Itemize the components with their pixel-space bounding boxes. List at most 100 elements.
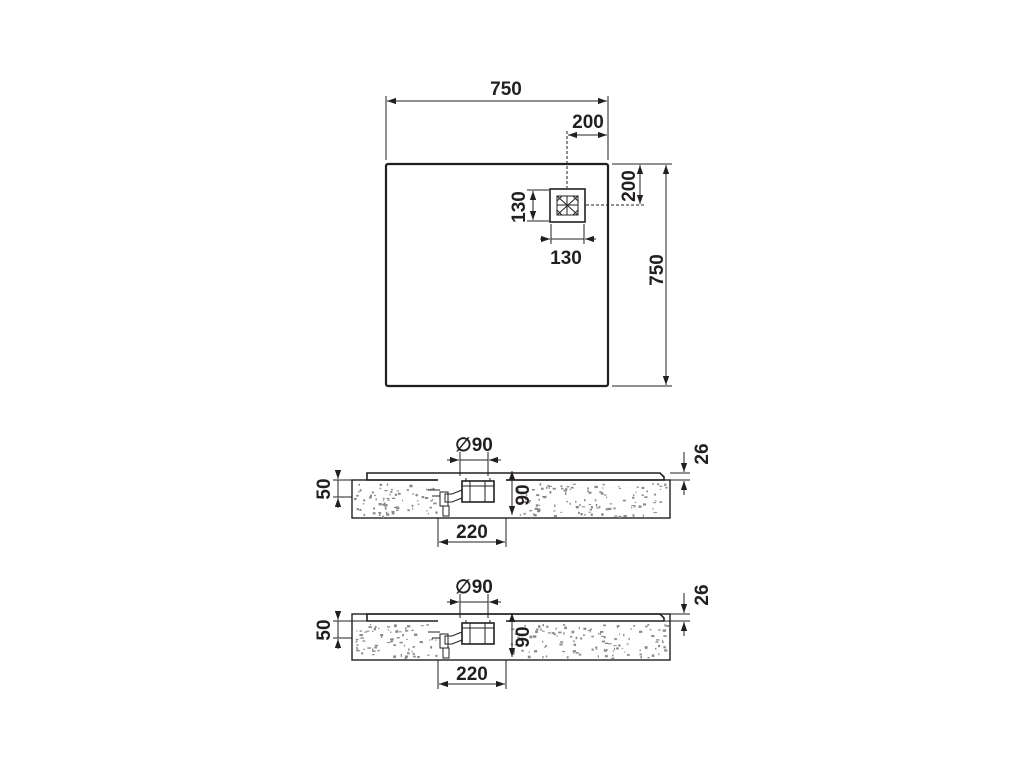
concrete-speck bbox=[554, 504, 556, 507]
concrete-speck bbox=[649, 629, 652, 631]
concrete-speck bbox=[522, 492, 525, 494]
concrete-speck bbox=[642, 514, 644, 517]
concrete-speck bbox=[618, 486, 620, 488]
concrete-speck bbox=[652, 483, 655, 485]
concrete-speck bbox=[521, 649, 524, 652]
concrete-speck bbox=[411, 650, 413, 653]
concrete-speck bbox=[418, 503, 420, 505]
concrete-speck bbox=[628, 637, 630, 641]
concrete-speck bbox=[602, 483, 605, 486]
concrete-speck bbox=[385, 511, 388, 514]
concrete-speck bbox=[636, 486, 639, 488]
concrete-speck bbox=[386, 513, 390, 516]
concrete-speck bbox=[356, 647, 358, 650]
siphon-icon bbox=[428, 478, 495, 517]
screed-height-dimension: 50 bbox=[314, 478, 335, 499]
concrete-speck bbox=[578, 653, 582, 656]
concrete-speck bbox=[514, 644, 518, 646]
concrete-speck bbox=[605, 508, 609, 511]
concrete-speck bbox=[626, 643, 629, 645]
concrete-speck bbox=[374, 646, 377, 649]
concrete-speck bbox=[657, 483, 660, 486]
concrete-speck bbox=[544, 646, 546, 648]
concrete-speck bbox=[411, 629, 414, 631]
concrete-speck bbox=[393, 655, 396, 658]
concrete-speck bbox=[659, 485, 663, 487]
concrete-speck bbox=[549, 485, 552, 487]
concrete-speck bbox=[519, 514, 521, 516]
concrete-speck bbox=[603, 650, 607, 652]
concrete-speck bbox=[374, 644, 378, 647]
concrete-speck bbox=[413, 646, 416, 648]
concrete-speck bbox=[662, 629, 667, 632]
concrete-speck bbox=[575, 500, 577, 503]
concrete-speck bbox=[380, 635, 383, 638]
concrete-speck bbox=[406, 489, 409, 491]
concrete-speck bbox=[554, 514, 557, 518]
concrete-speck bbox=[580, 513, 583, 516]
concrete-speck bbox=[641, 494, 644, 496]
concrete-speck bbox=[591, 506, 593, 509]
concrete-speck bbox=[588, 491, 592, 494]
concrete-speck bbox=[606, 496, 608, 498]
concrete-speck bbox=[560, 641, 564, 643]
concrete-speck bbox=[589, 630, 591, 633]
concrete-speck bbox=[624, 651, 626, 653]
concrete-speck bbox=[655, 511, 658, 513]
concrete-speck bbox=[374, 494, 376, 497]
concrete-speck bbox=[362, 640, 366, 642]
concrete-speck bbox=[415, 493, 418, 497]
concrete-speck bbox=[564, 626, 567, 630]
concrete-speck bbox=[653, 493, 656, 496]
concrete-speck bbox=[373, 507, 376, 510]
concrete-speck bbox=[658, 653, 660, 656]
concrete-speck bbox=[641, 486, 645, 489]
concrete-speck bbox=[589, 508, 592, 511]
siphon-width-dimension: 220 bbox=[456, 664, 488, 685]
concrete-speck bbox=[538, 504, 541, 506]
concrete-speck bbox=[390, 491, 393, 493]
concrete-speck bbox=[614, 638, 617, 641]
concrete-speck bbox=[384, 490, 388, 492]
concrete-speck bbox=[643, 503, 646, 506]
concrete-speck bbox=[656, 639, 660, 641]
concrete-speck bbox=[514, 632, 518, 635]
concrete-speck bbox=[660, 488, 662, 490]
concrete-speck bbox=[532, 635, 537, 638]
concrete-speck bbox=[640, 656, 642, 659]
concrete-speck bbox=[425, 497, 429, 499]
concrete-speck bbox=[658, 629, 661, 631]
concrete-speck bbox=[535, 630, 538, 633]
concrete-speck bbox=[430, 488, 432, 490]
concrete-speck bbox=[356, 508, 359, 511]
concrete-speck bbox=[386, 498, 390, 500]
concrete-speck bbox=[356, 494, 359, 497]
concrete-speck bbox=[426, 510, 428, 512]
concrete-speck bbox=[588, 511, 591, 513]
section-upper: ∅90 220 90 50 26 bbox=[314, 435, 713, 547]
concrete-speck bbox=[396, 509, 399, 511]
concrete-speck bbox=[547, 485, 550, 487]
siphon-height-dimension: 90 bbox=[513, 484, 534, 505]
concrete-speck bbox=[632, 494, 635, 496]
concrete-speck bbox=[616, 625, 620, 628]
concrete-speck bbox=[390, 631, 392, 633]
concrete-speck bbox=[608, 643, 612, 645]
siphon-width-dimension: 220 bbox=[456, 522, 488, 543]
concrete-speck bbox=[355, 638, 359, 641]
concrete-speck bbox=[382, 497, 385, 499]
concrete-speck bbox=[599, 491, 602, 494]
concrete-speck bbox=[407, 625, 411, 628]
concrete-speck bbox=[579, 504, 581, 506]
concrete-speck bbox=[630, 628, 632, 630]
concrete-speck bbox=[563, 489, 567, 492]
concrete-speck bbox=[545, 486, 548, 489]
concrete-speck bbox=[545, 655, 548, 658]
concrete-speck bbox=[601, 513, 604, 516]
concrete-speck bbox=[566, 500, 568, 503]
concrete-speck bbox=[539, 483, 542, 486]
concrete-speck bbox=[603, 624, 606, 627]
concrete-screed bbox=[351, 479, 671, 519]
concrete-speck bbox=[546, 625, 549, 628]
concrete-speck bbox=[390, 638, 394, 641]
